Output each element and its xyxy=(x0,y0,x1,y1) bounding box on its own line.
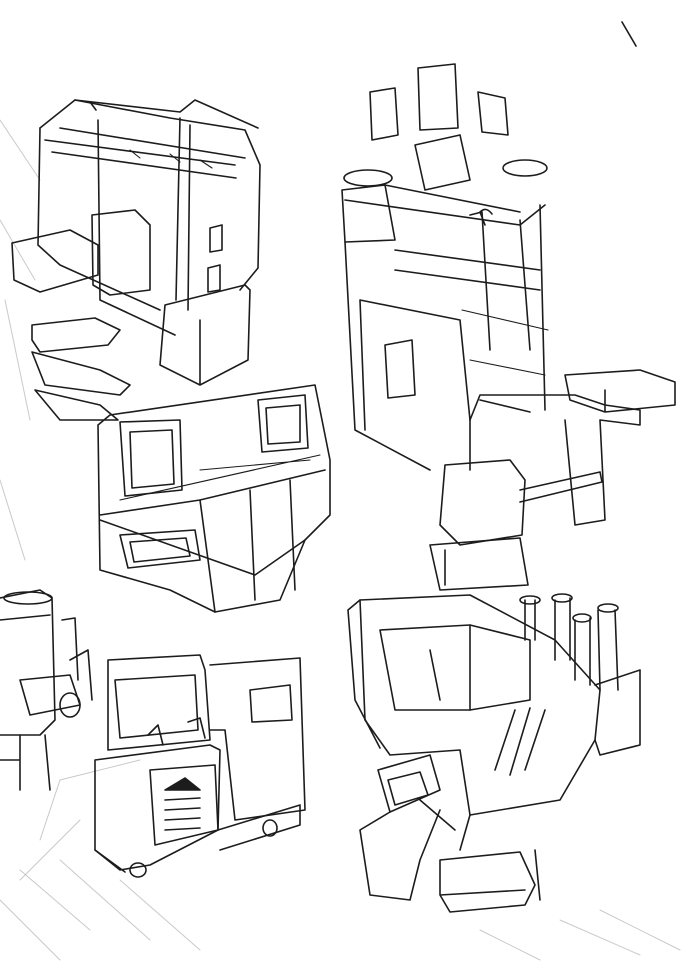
sketch-tall-unit xyxy=(341,63,676,591)
sketch-boxy-console xyxy=(11,99,261,421)
sketch-wide-panel xyxy=(97,384,331,613)
sketch-rolling-cart xyxy=(94,654,306,878)
corner-mark-underline xyxy=(621,21,637,47)
background-scribbles xyxy=(0,119,681,961)
sketch-rounded-machine xyxy=(347,593,641,913)
sketch-partial-cylinder xyxy=(0,589,93,791)
